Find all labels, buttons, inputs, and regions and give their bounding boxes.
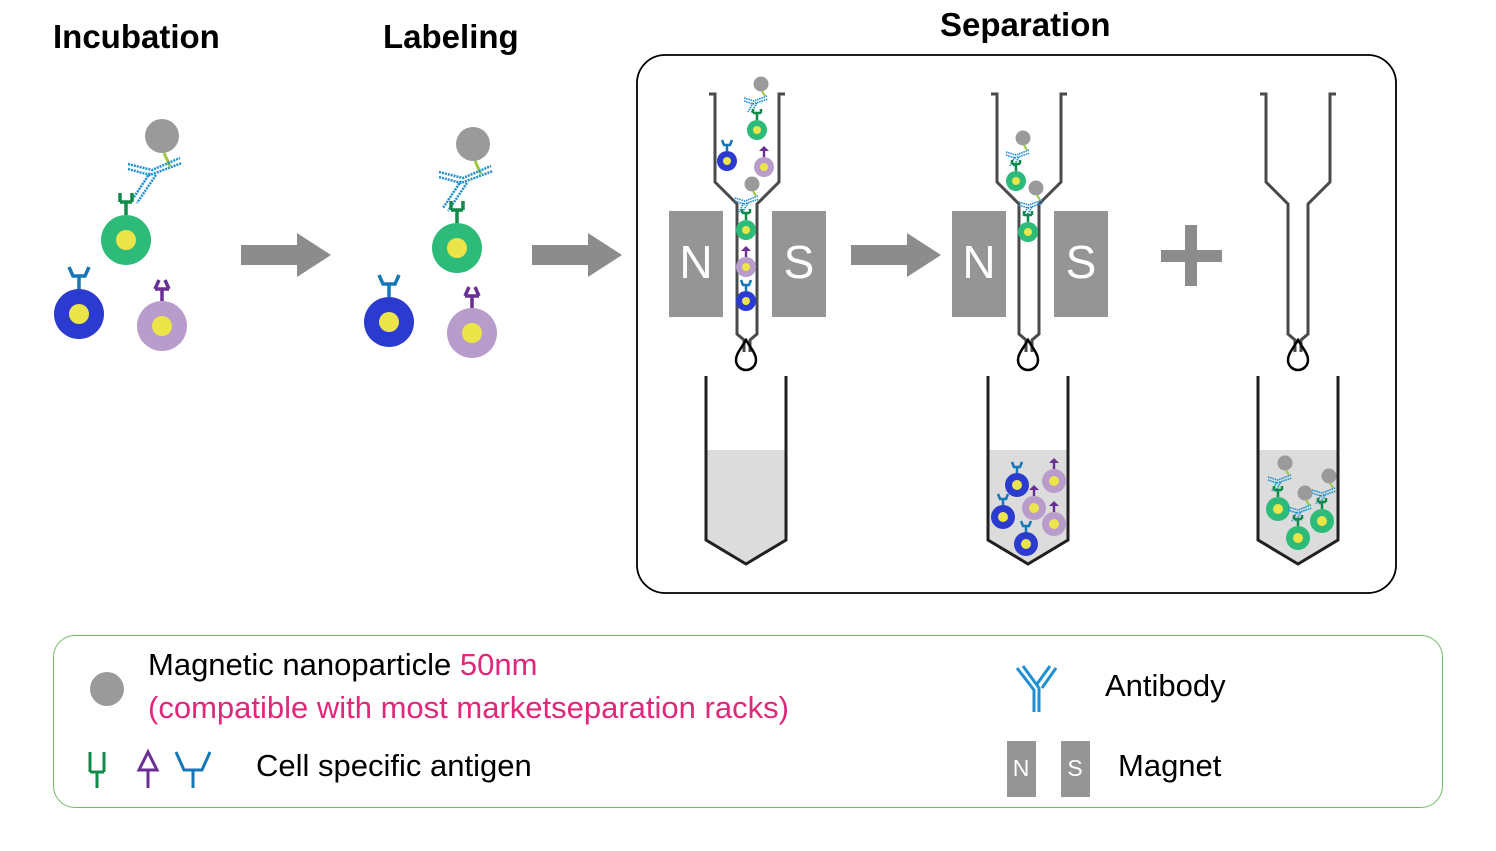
magnet-north-icon-label: N xyxy=(1013,755,1030,781)
legend-icons: N S xyxy=(88,665,1090,797)
plus-icon xyxy=(1161,225,1222,286)
nanoparticle-icon xyxy=(90,672,124,706)
arrow-icon xyxy=(851,233,941,277)
legend-magnet-label: Magnet xyxy=(1118,748,1222,783)
labeling-title: Labeling xyxy=(383,18,519,55)
magnet-north-label: N xyxy=(962,236,995,288)
separation-title: Separation xyxy=(940,6,1111,43)
magnet-south-icon xyxy=(1061,741,1090,797)
separation-column-2: N S xyxy=(952,92,1108,566)
cell-blue xyxy=(54,265,104,339)
labeling-scene xyxy=(364,125,497,358)
antibody-nanoparticle xyxy=(437,125,495,213)
magnet-south-label: S xyxy=(1066,236,1097,288)
separation-column-1: N S xyxy=(669,75,826,566)
magnet-north xyxy=(669,211,723,317)
legend-nanoparticle: Magnetic nanoparticle 50nm xyxy=(148,647,537,683)
magnet-south xyxy=(772,211,826,317)
magnet-north-icon xyxy=(1007,741,1036,797)
magnet-south-label: S xyxy=(784,236,815,288)
antigen-blue-icon xyxy=(174,751,212,788)
magnet-south-icon-label: S xyxy=(1067,755,1082,781)
cell-blue xyxy=(364,273,414,347)
separation-column-3 xyxy=(1256,92,1340,566)
magnet-north xyxy=(952,211,1006,317)
labeled-cell-green xyxy=(432,199,482,273)
antigen-green-icon xyxy=(88,752,106,788)
magnet-south xyxy=(1054,211,1108,317)
legend-antigen-label: Cell specific antigen xyxy=(256,748,532,783)
antibody-nanoparticle xyxy=(126,117,184,205)
cell-lilac xyxy=(447,285,497,358)
cell-lilac xyxy=(137,278,187,351)
magnet-north-label: N xyxy=(679,236,712,288)
separation-box xyxy=(636,54,1397,594)
legend-box xyxy=(53,635,1443,808)
incubation-scene xyxy=(54,117,187,351)
arrow-icon xyxy=(532,233,622,277)
antigen-purple-icon xyxy=(136,748,160,788)
legend-nanoparticle-size: 50nm xyxy=(459,647,538,682)
legend-nanoparticle-note: (compatible with most marketseparation r… xyxy=(148,690,789,725)
target-cell-green xyxy=(101,191,151,265)
arrow-icon xyxy=(241,233,331,277)
legend-antibody-label: Antibody xyxy=(1105,668,1226,703)
legend-nanoparticle-label: Magnetic nanoparticle xyxy=(148,647,452,682)
incubation-title: Incubation xyxy=(53,18,220,55)
antibody-icon xyxy=(1015,665,1058,712)
